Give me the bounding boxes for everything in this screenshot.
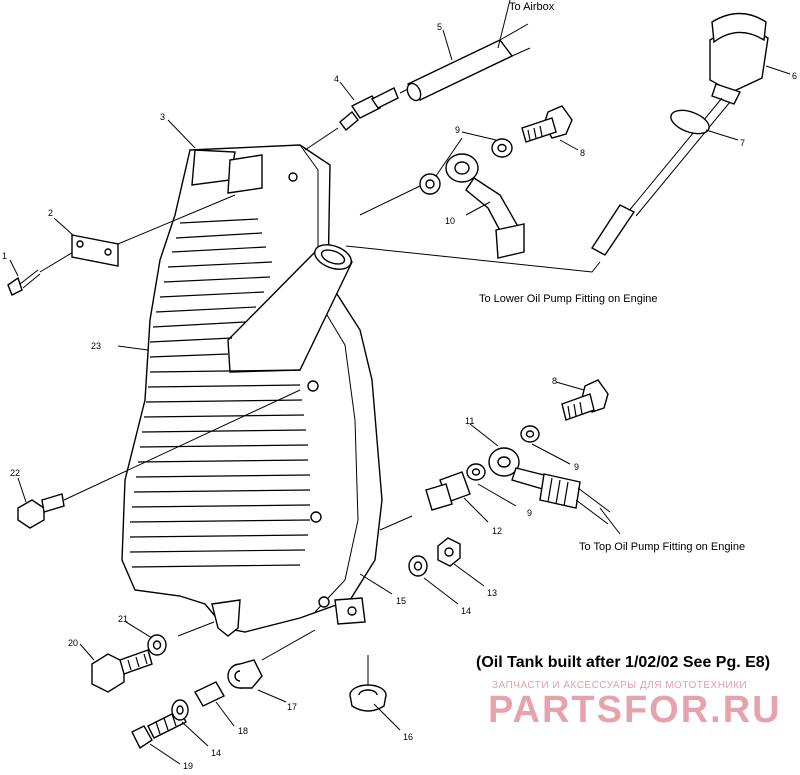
fitting-part-12: [379, 471, 471, 531]
part-label-14a: 14: [461, 606, 471, 616]
watermark-brand: PARTSFOR.RU: [488, 689, 782, 731]
part-label-22: 22: [10, 468, 20, 478]
screw-part-1: [7, 247, 81, 296]
part-label-17: 17: [287, 702, 297, 712]
banjo-fitting-part-11: [466, 425, 611, 525]
part-label-2: 2: [48, 208, 53, 218]
part-label-11: 11: [465, 416, 474, 426]
part-label-5: 5: [437, 22, 442, 32]
part-label-9c: 9: [527, 508, 532, 518]
vent-hose-part-5: [406, 0, 531, 102]
part-label-12: 12: [492, 526, 502, 536]
part-label-9b: 9: [574, 462, 579, 472]
tank-ribs: [129, 218, 311, 568]
part-label-10: 10: [445, 216, 455, 226]
part-label-21: 21: [118, 614, 128, 624]
note-to-lower-oil-pump: To Lower Oil Pump Fitting on Engine: [479, 293, 658, 305]
bolt-part-8b: [561, 379, 609, 421]
part-label-9a: 9: [455, 125, 460, 135]
nut-part-13: [437, 537, 461, 567]
oil-tank: [121, 144, 383, 637]
bolt-part-8a: [521, 105, 573, 143]
part-label-16: 16: [403, 732, 413, 742]
washer-part-14b: [171, 699, 189, 721]
part-label-23: 23: [91, 341, 101, 351]
banjo-fitting-part-10: [359, 153, 525, 259]
part-label-8a: 8: [580, 148, 585, 158]
part-label-6: 6: [792, 71, 797, 81]
sleeve-part-18: [194, 681, 225, 707]
diagram-caption: (Oil Tank built after 1/02/02 See Pg. E8…: [476, 654, 770, 671]
part-label-15: 15: [396, 596, 406, 606]
note-to-airbox: To Airbox: [509, 1, 555, 13]
part-label-3: 3: [160, 112, 165, 122]
grommet-part-16: [349, 655, 387, 712]
watermark-tagline: ЗАПЧАСТИ И АКСЕССУАРЫ ДЛЯ МОТОТЕХНИКИ: [492, 680, 747, 691]
part-label-20: 20: [68, 638, 78, 648]
leader-lines: [9, 29, 791, 765]
bracket-part-2: [71, 194, 236, 267]
washer-part-14a: [408, 555, 428, 577]
part-label-13: 13: [487, 588, 497, 598]
bushing-part-17: [227, 629, 316, 689]
washer-part-21: [147, 621, 215, 656]
bolt-part-22: [17, 389, 301, 529]
filler-cap-part-6: [709, 12, 769, 105]
vent-fitting-part-4: [304, 87, 411, 151]
part-label-8b: 8: [552, 376, 557, 386]
part-label-1: 1: [2, 251, 7, 261]
dipstick-part-7: [590, 97, 731, 256]
washer-part-9a: [491, 138, 513, 158]
part-label-19: 19: [183, 761, 193, 770]
washer-part-9b: [419, 173, 441, 195]
watermark: ЗАПЧАСТИ И АКСЕССУАРЫ ДЛЯ МОТОТЕХНИКИ PA…: [488, 680, 782, 731]
part-label-4: 4: [334, 74, 339, 84]
part-label-14b: 14: [211, 748, 221, 758]
flange-bolt-part-20: [91, 649, 153, 693]
part-labels: 1 2 3 4 5 6 7 8 8 9 9 9 10 11 12 13 14 1…: [2, 22, 797, 771]
part-label-7: 7: [740, 138, 745, 148]
note-to-top-oil-pump: To Top Oil Pump Fitting on Engine: [579, 541, 745, 553]
part-label-18: 18: [238, 726, 248, 736]
